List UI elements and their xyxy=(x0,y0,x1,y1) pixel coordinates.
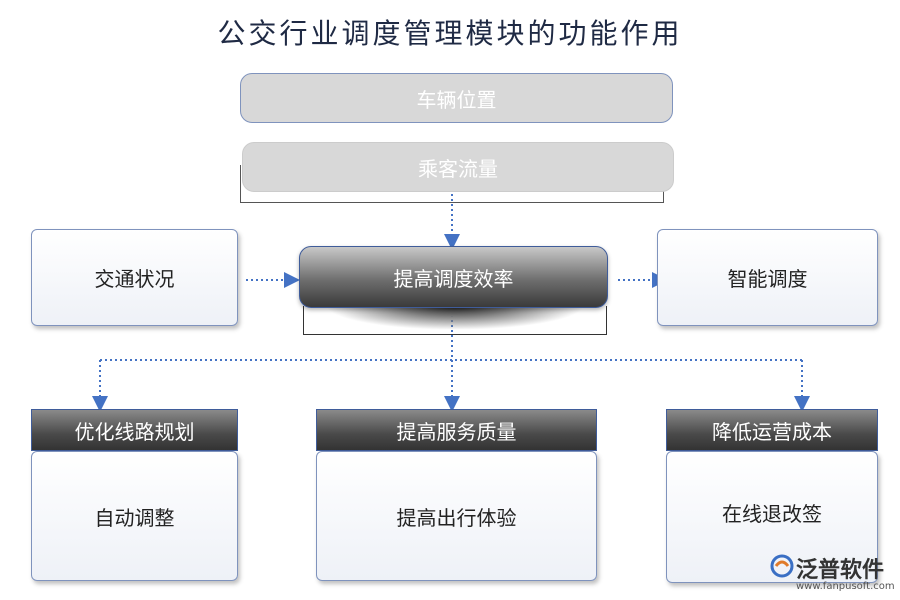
branch-header-reduce-cost: 降低运营成本 xyxy=(666,409,878,451)
traffic-condition-box: 交通状况 xyxy=(31,229,238,326)
center-shadow xyxy=(303,306,607,335)
logo-name: 泛普软件 xyxy=(796,558,885,583)
branch-header-service-quality: 提高服务质量 xyxy=(316,409,597,451)
branch-body-travel-experience: 提高出行体验 xyxy=(316,451,597,581)
smart-dispatch-box: 智能调度 xyxy=(657,229,878,326)
branch-body-online-refund: 在线退改签 xyxy=(666,451,878,583)
input-vehicle-position: 车辆位置 xyxy=(240,73,673,123)
fanpu-logo-icon xyxy=(770,554,794,578)
center-efficiency-box: 提高调度效率 xyxy=(299,246,608,308)
input-passenger-flow: 乘客流量 xyxy=(242,142,674,192)
diagram-title: 公交行业调度管理模块的功能作用 xyxy=(217,17,683,50)
logo-url: www.fanpusoft.com xyxy=(796,581,895,592)
branch-body-auto-adjust: 自动调整 xyxy=(31,451,238,581)
brand-logo: 泛普软件 www.fanpusoft.com xyxy=(770,552,895,596)
branch-header-route-planning: 优化线路规划 xyxy=(31,409,238,451)
